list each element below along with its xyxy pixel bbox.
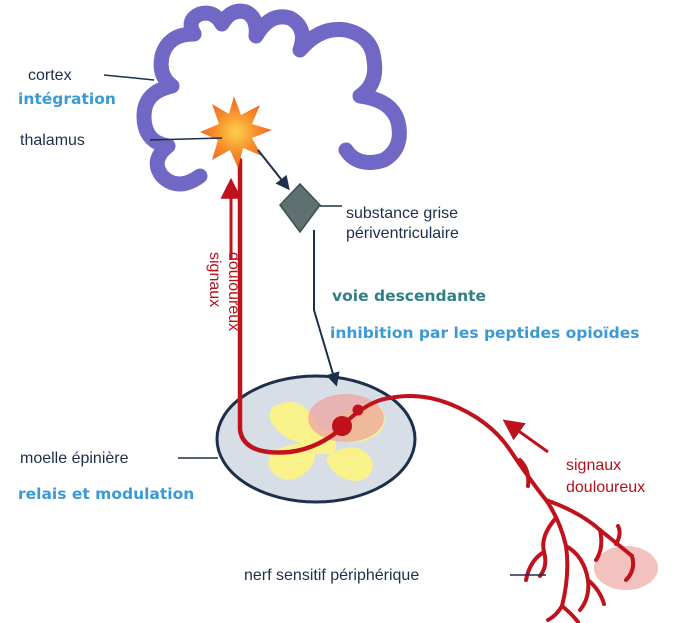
synapse-node-1: [332, 416, 352, 436]
pag-label-line2: périventriculaire: [346, 225, 459, 242]
peripheral-nerve-label: nerf sensitif périphérique: [244, 567, 419, 584]
descending-arrow: [314, 230, 336, 384]
relay-label: relais et modulation: [18, 485, 194, 503]
vertical-signal-label-line1: signaux: [206, 252, 223, 307]
thalamus-star: [200, 96, 272, 168]
thalamus-label: thalamus: [20, 132, 85, 149]
spinal-cord-label: moelle épinière: [20, 450, 129, 467]
cortex-shape-left: [144, 34, 200, 184]
cortex-leader: [104, 75, 154, 80]
vertical-signal-label-line2: douloureux: [225, 252, 242, 331]
integration-label: intégration: [18, 90, 116, 108]
cortex-label: cortex: [28, 67, 72, 84]
descending-pathway-label: voie descendante: [332, 287, 486, 305]
pag-diamond: [280, 184, 320, 232]
peripheral-arrow: [506, 422, 548, 452]
peripheral-signal-label-line1: signaux: [566, 457, 621, 474]
inhibition-label: inhibition par les peptides opioïdes: [330, 324, 639, 342]
pag-label-line1: substance grise: [346, 205, 458, 222]
thalamus-to-pag-arrow: [258, 150, 288, 188]
peripheral-signal-label-line2: douloureux: [566, 479, 645, 496]
synapse-node-2: [353, 405, 364, 416]
